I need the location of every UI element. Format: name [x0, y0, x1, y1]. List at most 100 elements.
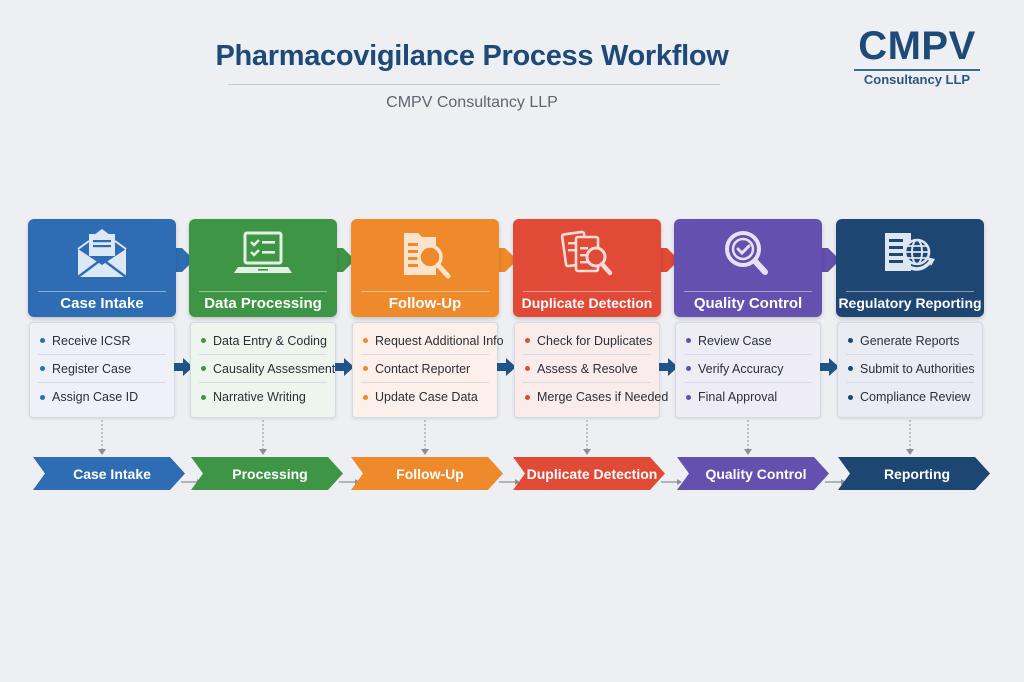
- chevron-link-arrow: [825, 472, 846, 485]
- detail-list-item: Request Additional Info: [361, 327, 504, 355]
- stage-title: Regulatory Reporting: [838, 295, 982, 311]
- stage-card-case-intake[interactable]: Case Intake: [28, 219, 176, 317]
- chevron-step-duplicate-detection[interactable]: Duplicate Detection: [513, 457, 665, 490]
- bullet-icon: [525, 366, 530, 371]
- detail-text: Review Case: [698, 333, 772, 348]
- stage-divider: [846, 291, 974, 292]
- detail-text: Check for Duplicates: [537, 333, 653, 348]
- dashed-down-arrow: [743, 420, 753, 456]
- stage-card-regulatory-reporting[interactable]: Regulatory Reporting: [836, 219, 984, 317]
- stage-title: Data Processing: [204, 295, 322, 312]
- detail-text: Request Additional Info: [375, 333, 504, 348]
- bullet-icon: [201, 338, 206, 343]
- chevron-step-regulatory-reporting[interactable]: Reporting: [838, 457, 990, 490]
- bullet-icon: [40, 366, 45, 371]
- detail-list-item: Review Case: [684, 327, 812, 355]
- chevron-step-quality-control[interactable]: Quality Control: [677, 457, 829, 490]
- stage-connector-arrow: [495, 244, 517, 276]
- detail-list-item: Data Entry & Coding: [199, 327, 327, 355]
- dashed-down-arrow: [582, 420, 592, 456]
- detail-list-item: Generate Reports: [846, 327, 974, 355]
- detail-list-item: Causality Assessment: [199, 355, 335, 383]
- detail-list-item: Compliance Review: [846, 383, 974, 411]
- next-step-arrow-icon: [820, 357, 840, 377]
- stage-divider: [684, 291, 812, 292]
- stage-title: Case Intake: [60, 295, 144, 312]
- detail-text: Final Approval: [698, 390, 778, 404]
- detail-list-item: Merge Cases if Needed: [523, 383, 668, 411]
- detail-list-item: Check for Duplicates: [523, 327, 653, 355]
- bullet-icon: [363, 366, 368, 371]
- dashed-down-arrow: [905, 420, 915, 456]
- detail-text: Update Case Data: [375, 390, 478, 404]
- report-globe-icon: [836, 225, 984, 283]
- stage-divider: [523, 291, 651, 292]
- bullet-icon: [525, 338, 530, 343]
- detail-list-item: Narrative Writing: [199, 383, 327, 411]
- stage-connector-arrow: [657, 244, 679, 276]
- chevron-label: Reporting: [883, 465, 951, 482]
- chevron-label: Follow-Up: [396, 465, 464, 482]
- bullet-icon: [848, 366, 853, 371]
- bullet-icon: [686, 394, 691, 400]
- chevron-step-data-processing[interactable]: Processing: [191, 457, 343, 490]
- detail-text: Submit to Authorities: [860, 361, 975, 376]
- chevron-label: Duplicate Detection: [526, 465, 658, 482]
- stage-divider: [38, 291, 166, 292]
- stage-card-data-processing[interactable]: Data Processing: [189, 219, 337, 317]
- stage-divider: [361, 291, 489, 292]
- detail-list-item: Register Case: [38, 355, 166, 383]
- detail-text: Register Case: [52, 361, 132, 376]
- detail-text: Assess & Resolve: [537, 361, 638, 376]
- chevron-step-case-intake[interactable]: Case Intake: [33, 457, 185, 490]
- next-step-arrow-icon: [174, 357, 194, 377]
- stage-card-duplicate-detection[interactable]: Duplicate Detection: [513, 219, 661, 317]
- bullet-icon: [363, 394, 368, 400]
- laptop-checklist-icon: [189, 225, 337, 283]
- stage-card-follow-up[interactable]: Follow-Up: [351, 219, 499, 317]
- envelope-icon: [28, 225, 176, 283]
- bullet-icon: [686, 366, 691, 371]
- next-step-arrow-icon: [659, 357, 679, 377]
- detail-text: Causality Assessment: [213, 361, 336, 376]
- logo-sub-text: Consultancy LLP: [863, 72, 971, 87]
- detail-list-item: Verify Accuracy: [684, 355, 812, 383]
- detail-list-item: Receive ICSR: [38, 327, 166, 355]
- detail-text: Assign Case ID: [52, 390, 139, 404]
- chevron-step-follow-up[interactable]: Follow-Up: [351, 457, 503, 490]
- title-divider: [228, 84, 720, 85]
- bullet-icon: [848, 394, 853, 400]
- detail-text: Receive ICSR: [52, 333, 131, 348]
- bullet-icon: [363, 338, 368, 343]
- detail-text: Narrative Writing: [213, 390, 306, 404]
- stage-title: Duplicate Detection: [521, 295, 653, 311]
- detail-text: Merge Cases if Needed: [537, 390, 669, 404]
- bullet-icon: [40, 338, 45, 343]
- detail-list-item: Final Approval: [684, 383, 812, 411]
- stage-connector-arrow: [818, 244, 840, 276]
- bullet-icon: [848, 338, 853, 343]
- detail-list-item: Assess & Resolve: [523, 355, 651, 383]
- logo-divider: [854, 69, 980, 71]
- stage-divider: [199, 291, 327, 292]
- dashed-down-arrow: [258, 420, 268, 456]
- magnifier-check-icon: [674, 225, 822, 283]
- bullet-icon: [40, 394, 45, 400]
- next-step-arrow-icon: [335, 357, 355, 377]
- stage-title: Quality Control: [693, 295, 803, 312]
- chevron-label: Quality Control: [705, 465, 807, 482]
- stage-connector-arrow: [333, 244, 355, 276]
- bullet-icon: [525, 394, 530, 400]
- detail-text: Verify Accuracy: [698, 361, 784, 376]
- detail-list-item: Contact Reporter: [361, 355, 489, 383]
- detail-list-item: Submit to Authorities: [846, 355, 975, 383]
- stage-title: Follow-Up: [388, 295, 462, 312]
- duplicate-documents-search-icon: [513, 225, 661, 283]
- document-search-icon: [351, 225, 499, 283]
- stage-card-quality-control[interactable]: Quality Control: [674, 219, 822, 317]
